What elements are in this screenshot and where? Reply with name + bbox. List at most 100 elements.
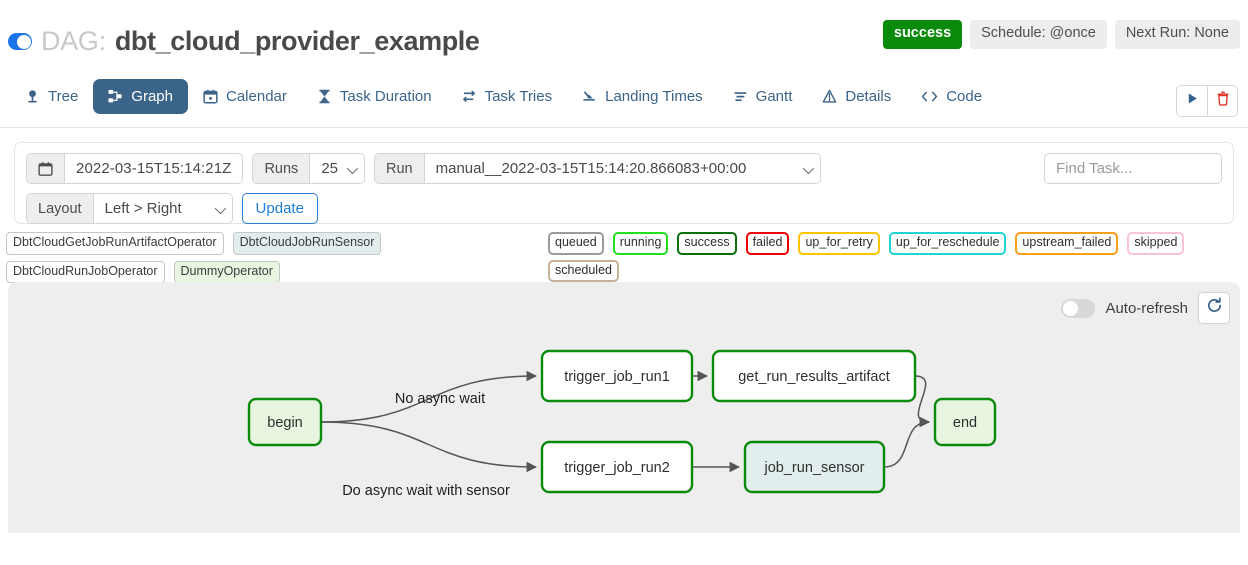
dag-action-buttons (1176, 85, 1238, 117)
legend-status-chip: failed (745, 232, 790, 255)
graph-node-trigger_job_run2[interactable]: trigger_job_run2 (540, 440, 694, 494)
runs-label: Runs (253, 154, 311, 183)
graph-node-label: end (953, 415, 977, 431)
tab-label: Details (845, 88, 892, 105)
tab-label: Task Tries (484, 88, 553, 105)
layout-label: Layout (27, 194, 94, 223)
dag-nav-bar: Tree Graph Calendar Task Duration Task T (0, 72, 1248, 128)
code-icon (921, 89, 938, 104)
next-run-badge[interactable]: Next Run: None (1114, 20, 1240, 49)
calendar-icon (203, 89, 218, 104)
graph-node-label: get_run_results_artifact (738, 369, 890, 385)
execution-date-group[interactable]: 2022-03-15T15:14:21Z (26, 153, 244, 184)
legend-operator-chip[interactable]: DummyOperator (173, 260, 280, 284)
run-label: Run (375, 154, 425, 183)
refresh-button[interactable] (1198, 292, 1230, 324)
tab-label: Gantt (755, 88, 793, 105)
tree-icon (25, 89, 40, 104)
auto-refresh-toggle[interactable] (1061, 298, 1096, 318)
tab-details[interactable]: Details (807, 79, 906, 114)
tab-tree[interactable]: Tree (10, 79, 93, 114)
legend-status-chip: skipped (1127, 232, 1185, 255)
tab-task-tries[interactable]: Task Tries (447, 79, 568, 114)
tab-gantt[interactable]: Gantt (718, 79, 808, 114)
header-badges: success Schedule: @once Next Run: None (882, 20, 1240, 49)
graph-edge (320, 421, 538, 473)
legend-status-chip: scheduled (548, 259, 619, 283)
dag-graph-svg[interactable]: begin trigger_job_run1 get_run_results_art… (8, 282, 1240, 533)
auto-refresh-label: Auto-refresh (1105, 299, 1188, 317)
filter-row-layout: Layout Left > Right Update (26, 193, 1222, 224)
tab-label: Calendar (226, 88, 287, 105)
find-task-input[interactable]: Find Task... (1044, 153, 1222, 184)
graph-node-label: begin (267, 415, 302, 431)
calendar-icon[interactable] (27, 154, 65, 183)
graph-legend: DbtCloudGetJobRunArtifactOperator DbtClo… (0, 224, 1248, 315)
graph-node-begin[interactable]: begin (247, 397, 323, 447)
refresh-icon (1206, 297, 1223, 319)
graph-node-label: trigger_job_run1 (564, 369, 670, 385)
layout-group[interactable]: Layout Left > Right (26, 193, 233, 224)
tab-label: Code (946, 88, 983, 105)
page-header: DAG: dbt_cloud_provider_example success … (0, 0, 1248, 72)
retry-icon (462, 89, 477, 104)
legend-status-chip: success (677, 232, 737, 255)
legend-operator-chip[interactable]: DbtCloudGetJobRunArtifactOperator (6, 232, 224, 255)
dag-filter-panel: 2022-03-15T15:14:21Z Runs 25 Run manual_… (14, 142, 1234, 224)
graph-edge-label-layer: No async wait Do async wait with sensor (342, 391, 510, 499)
graph-node-end[interactable]: end (933, 397, 997, 447)
legend-status-chip: up_for_retry (798, 232, 880, 255)
legend-operator-chip[interactable]: DbtCloudRunJobOperator (6, 260, 165, 284)
tab-graph[interactable]: Graph (93, 79, 188, 114)
graph-edge (320, 370, 538, 423)
graph-icon (108, 89, 123, 104)
status-badge: success (882, 20, 963, 49)
tab-list: Tree Graph Calendar Task Duration Task T (10, 79, 997, 114)
graph-node-label: job_run_sensor (764, 460, 865, 476)
tab-label: Graph (131, 88, 173, 105)
run-select[interactable]: manual__2022-03-15T15:14:20.866083+00:00 (424, 154, 820, 183)
legend-status-chip: up_for_reschedule (888, 232, 1007, 255)
dag-prefix-label: DAG: (41, 26, 106, 56)
tab-label: Landing Times (605, 88, 703, 105)
gantt-icon (733, 89, 748, 104)
tab-landing-times[interactable]: Landing Times (567, 79, 718, 114)
filter-row-primary: 2022-03-15T15:14:21Z Runs 25 Run manual_… (26, 153, 1222, 184)
tab-calendar[interactable]: Calendar (188, 79, 302, 114)
trigger-dag-button[interactable] (1177, 86, 1207, 116)
graph-edge (914, 375, 931, 428)
run-group[interactable]: Run manual__2022-03-15T15:14:20.866083+0… (374, 153, 821, 184)
graph-controls: Auto-refresh (1061, 292, 1230, 324)
trash-icon (1216, 91, 1230, 111)
dag-name-label: dbt_cloud_provider_example (114, 26, 480, 56)
triangle-alert-icon (822, 89, 837, 104)
tab-label: Task Duration (339, 88, 432, 105)
graph-node-trigger_job_run1[interactable]: trigger_job_run1 (540, 349, 694, 403)
legend-operator-chip[interactable]: DbtCloudJobRunSensor (232, 232, 382, 255)
graph-edge-label: No async wait (395, 391, 485, 407)
execution-date-input[interactable]: 2022-03-15T15:14:21Z (65, 154, 243, 183)
layout-select[interactable]: Left > Right (93, 194, 232, 223)
graph-node-label: trigger_job_run2 (564, 460, 670, 476)
legend-status-chip: upstream_failed (1015, 232, 1119, 255)
graph-edge-layer (320, 370, 931, 473)
operator-legend: DbtCloudGetJobRunArtifactOperator DbtClo… (6, 232, 536, 284)
graph-edge-label: Do async wait with sensor (342, 483, 510, 499)
tab-task-duration[interactable]: Task Duration (302, 79, 447, 114)
legend-status-chip: running (612, 232, 669, 255)
pause-toggle-icon[interactable] (8, 33, 32, 50)
runs-group[interactable]: Runs 25 (252, 153, 365, 184)
runs-select[interactable]: 25 (310, 154, 364, 183)
graph-node-get_run_results_artifact[interactable]: get_run_results_artifact (711, 349, 917, 403)
graph-edge (883, 416, 931, 468)
tab-code[interactable]: Code (906, 79, 997, 114)
schedule-badge[interactable]: Schedule: @once (970, 20, 1107, 49)
graph-node-job_run_sensor[interactable]: job_run_sensor (743, 440, 886, 494)
dag-graph-canvas[interactable]: Auto-refresh begin trigger_job_run1 get_ru… (8, 282, 1240, 533)
tab-label: Tree (48, 88, 79, 105)
graph-node-layer[interactable]: begin trigger_job_run1 get_run_results_art… (247, 349, 997, 494)
landing-icon (582, 89, 597, 104)
update-button[interactable]: Update (241, 193, 318, 224)
delete-dag-button[interactable] (1207, 86, 1237, 116)
page-title: DAG: dbt_cloud_provider_example (8, 26, 480, 57)
